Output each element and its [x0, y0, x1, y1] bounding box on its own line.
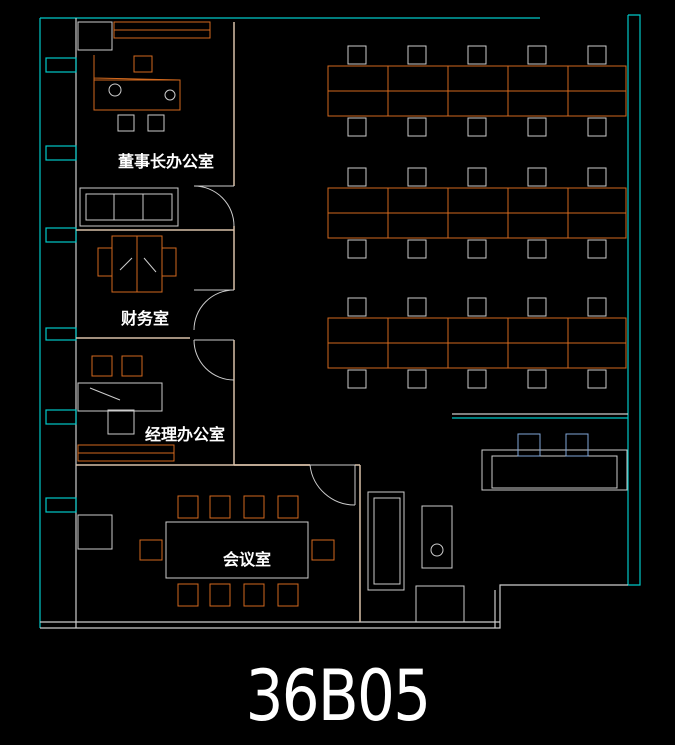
chairman-office-label: 董事长办公室 — [118, 152, 215, 171]
reception-desk — [481, 433, 628, 491]
lounge-furniture — [367, 491, 465, 623]
meeting-room-label: 会议室 — [221, 546, 274, 570]
chairman-office-furniture — [77, 21, 211, 227]
doors — [193, 185, 356, 506]
columns — [45, 57, 77, 513]
glass-wall-right — [628, 14, 641, 586]
workstation-cluster-2 — [327, 167, 627, 259]
exterior-walls — [39, 14, 641, 629]
manager-office-furniture — [77, 355, 175, 462]
bottom-wall — [40, 584, 628, 629]
finance-room-furniture — [97, 235, 177, 293]
workstations — [327, 45, 627, 389]
interior-walls — [76, 22, 361, 622]
unit-code: 36B05 — [245, 655, 431, 737]
workstation-cluster-1 — [327, 45, 627, 137]
manager-office-label: 经理办公室 — [145, 425, 226, 444]
reception-partition — [452, 413, 628, 419]
finance-room-label: 财务室 — [121, 309, 170, 328]
meeting-room-furniture — [77, 495, 335, 607]
workstation-cluster-3 — [327, 297, 627, 389]
